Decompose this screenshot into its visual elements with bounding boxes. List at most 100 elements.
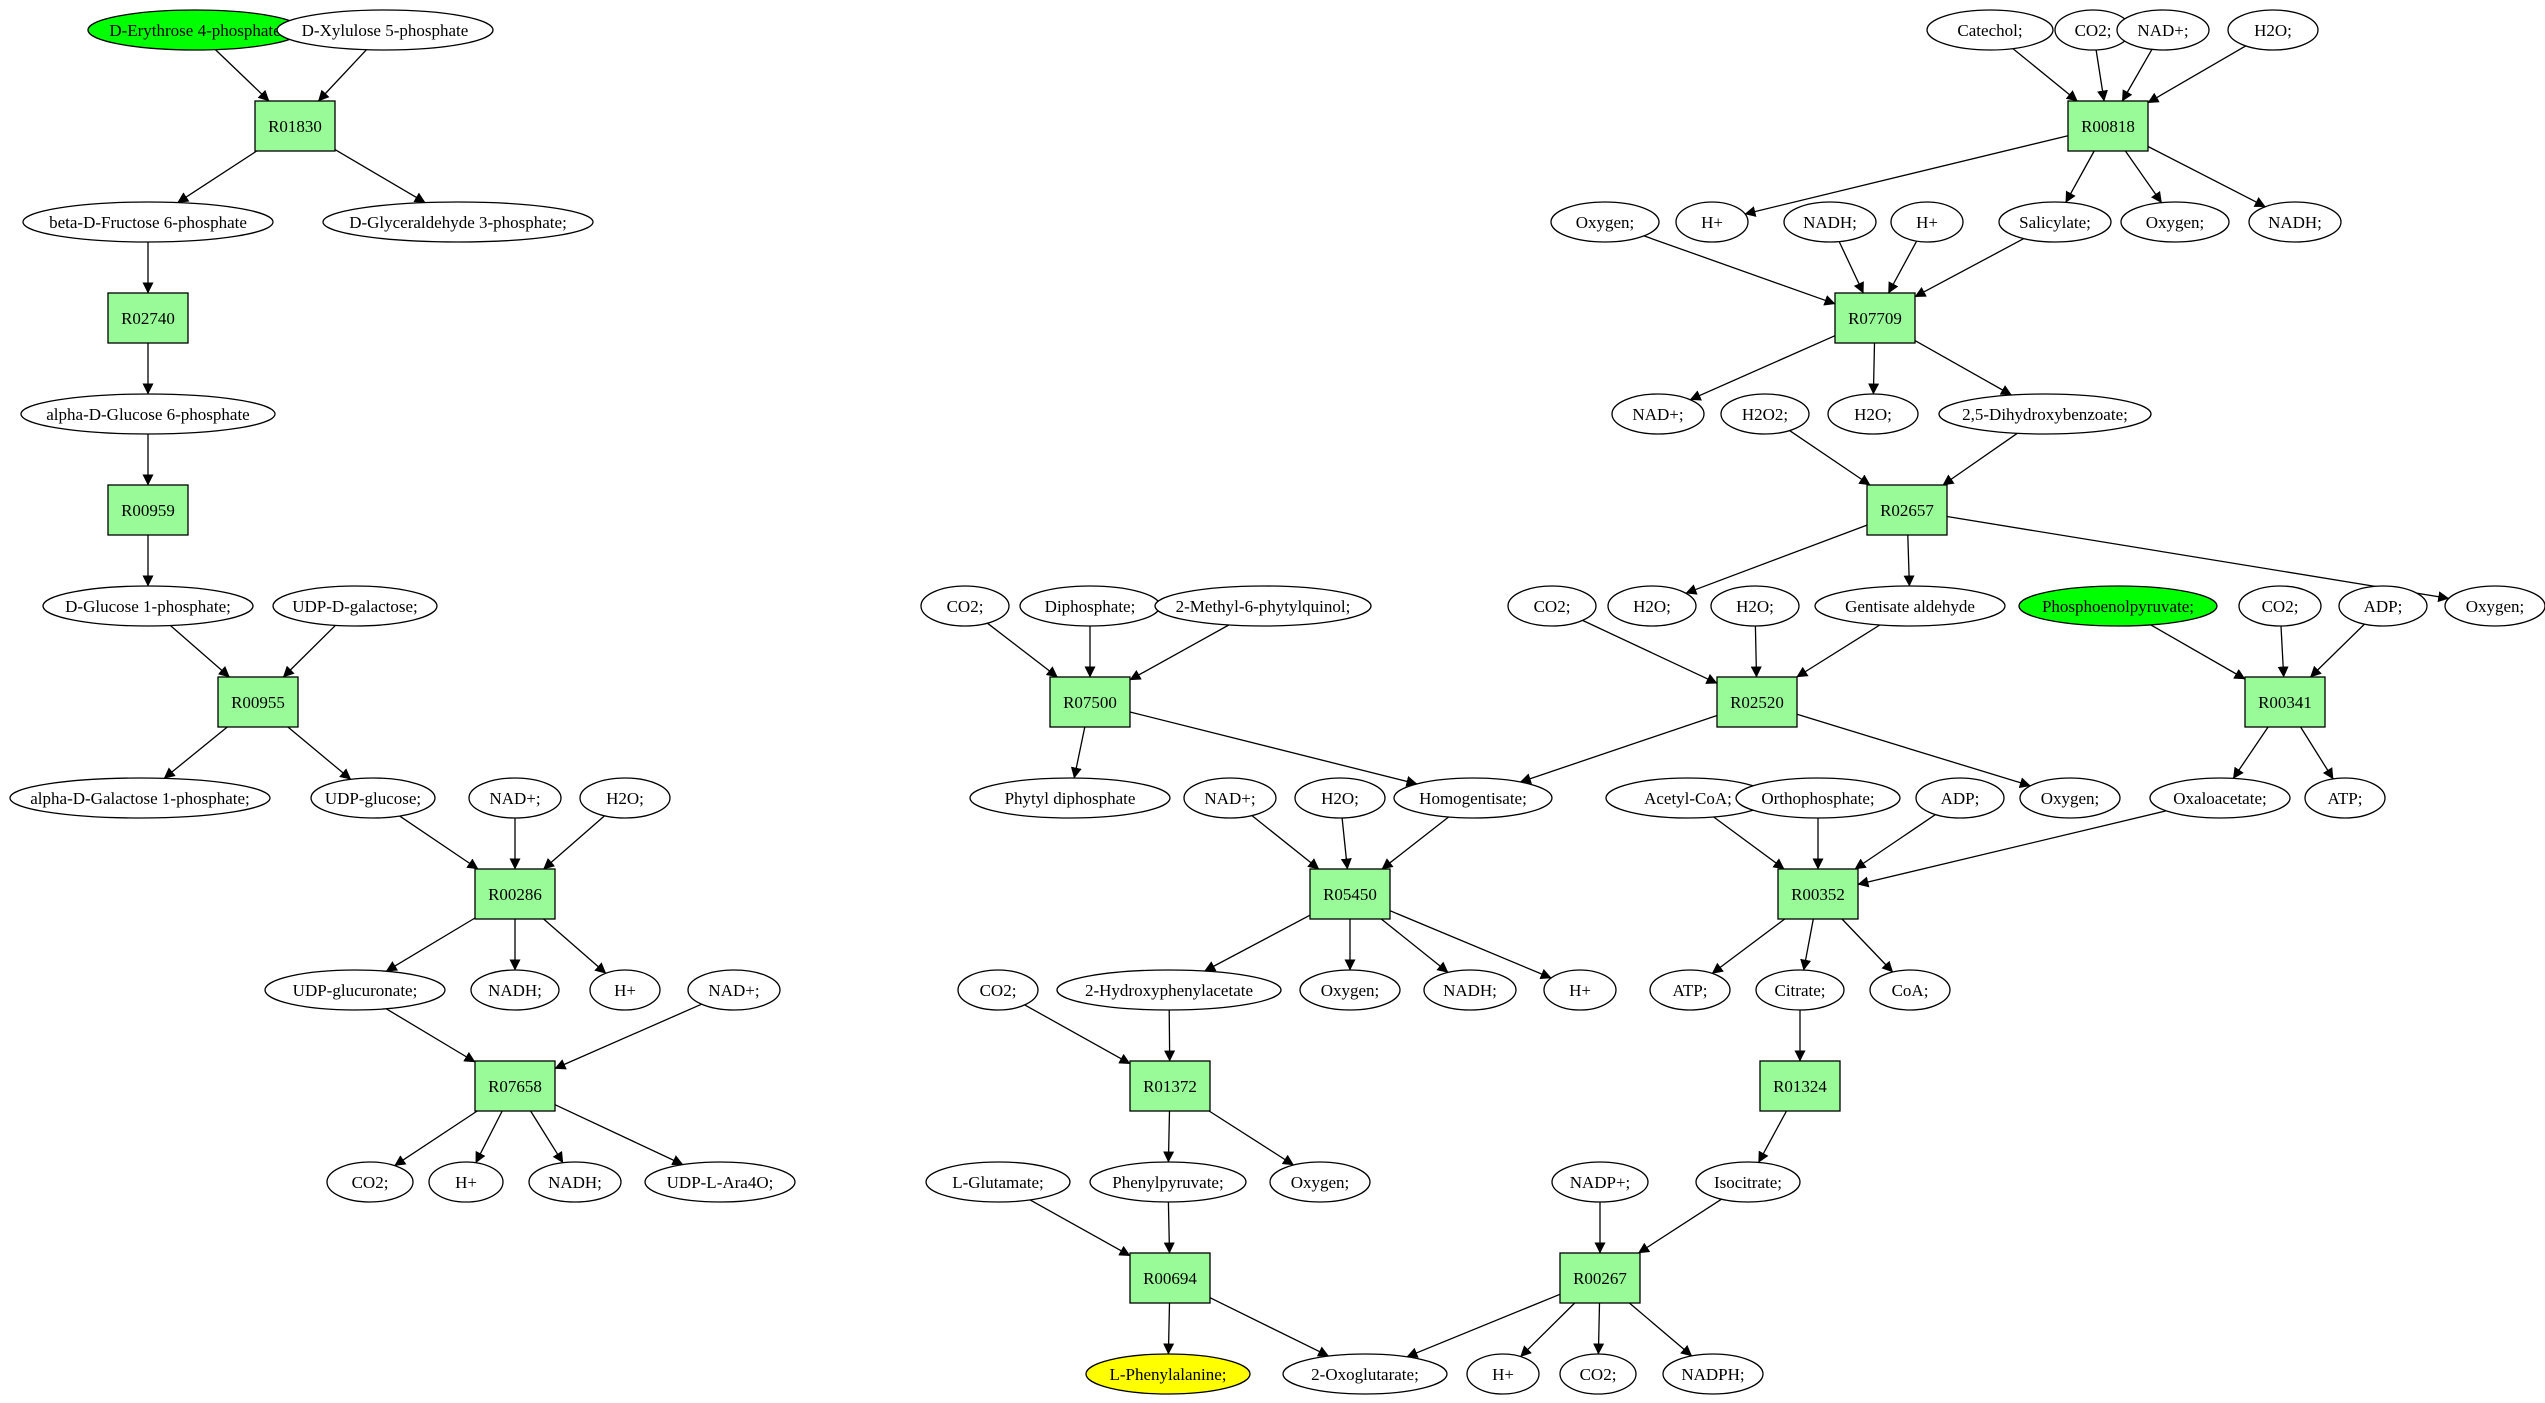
- metabolite-node-homogentisate[interactable]: Homogentisate;: [1393, 777, 1553, 819]
- metabolite-node-h2o[interactable]: H2O;: [1710, 585, 1800, 627]
- metabolite-node-h2o[interactable]: H2O;: [579, 777, 671, 819]
- reaction-node-r01830[interactable]: R01830: [254, 100, 336, 152]
- metabolite-node-coa[interactable]: CoA;: [1869, 969, 1951, 1011]
- metabolite-node-phytyl-diphosphate[interactable]: Phytyl diphosphate: [969, 777, 1171, 819]
- reaction-node-r00286[interactable]: R00286: [474, 868, 556, 920]
- metabolite-node-diphosphate[interactable]: Diphosphate;: [1019, 585, 1161, 627]
- metabolite-node-h2o[interactable]: H2O;: [1294, 777, 1386, 819]
- metabolite-shape: [1890, 201, 1964, 243]
- metabolite-node-l-glutamate[interactable]: L-Glutamate;: [925, 1161, 1071, 1203]
- metabolite-node-nad[interactable]: NAD+;: [2116, 9, 2210, 51]
- metabolite-node-2-5-dihydroxybenzoate[interactable]: 2,5-Dihydroxybenzoate;: [1938, 393, 2152, 435]
- metabolite-node-oxygen[interactable]: Oxygen;: [2120, 201, 2230, 243]
- metabolite-node-h2o[interactable]: H2O;: [2227, 9, 2319, 51]
- reaction-node-r00694[interactable]: R00694: [1129, 1252, 1211, 1304]
- reaction-node-r05450[interactable]: R05450: [1309, 868, 1391, 920]
- metabolite-node-h[interactable]: H+: [1675, 201, 1749, 243]
- edge-m7-to-r4: [282, 624, 336, 678]
- metabolite-node-udp-l-ara4o[interactable]: UDP-L-Ara4O;: [644, 1161, 796, 1203]
- reaction-node-r00959[interactable]: R00959: [107, 484, 189, 536]
- metabolite-node-h2o[interactable]: H2O;: [1607, 585, 1697, 627]
- reaction-node-r00352[interactable]: R00352: [1777, 868, 1859, 920]
- metabolite-node-oxaloacetate[interactable]: Oxaloacetate;: [2149, 777, 2291, 819]
- metabolite-node-alpha-d-galactose-1-phosphate[interactable]: alpha-D-Galactose 1-phosphate;: [9, 777, 271, 819]
- metabolite-node-co2[interactable]: CO2;: [1559, 1353, 1637, 1395]
- metabolite-node-2-hydroxyphenylacetate[interactable]: 2-Hydroxyphenylacetate: [1056, 969, 1282, 1011]
- metabolite-node-nadp[interactable]: NADP+;: [1551, 1161, 1649, 1203]
- reaction-box: [1129, 1252, 1211, 1304]
- metabolite-node-h[interactable]: H+: [1466, 1353, 1540, 1395]
- reaction-node-r07658[interactable]: R07658: [474, 1060, 556, 1112]
- metabolite-label: CO2;: [980, 981, 1017, 1000]
- reaction-node-r07500[interactable]: R07500: [1049, 676, 1131, 728]
- metabolite-node-acetyl-coa[interactable]: Acetyl-CoA;: [1605, 777, 1771, 819]
- reaction-node-r00818[interactable]: R00818: [2067, 100, 2149, 152]
- metabolite-node-adp[interactable]: ADP;: [2338, 585, 2428, 627]
- metabolite-node-oxygen[interactable]: Oxygen;: [1550, 201, 1660, 243]
- metabolite-node-h[interactable]: H+: [1543, 969, 1617, 1011]
- metabolite-node-phosphoenolpyruvate[interactable]: Phosphoenolpyruvate;: [2018, 585, 2218, 627]
- metabolite-node-co2[interactable]: CO2;: [920, 585, 1010, 627]
- metabolite-node-nad[interactable]: NAD+;: [1611, 393, 1705, 435]
- edge-r13-to-m59: [1380, 918, 1449, 973]
- metabolite-node-d-xylulose-5-phosphate[interactable]: D-Xylulose 5-phosphate: [276, 9, 494, 51]
- metabolite-node-atp[interactable]: ATP;: [2304, 777, 2386, 819]
- metabolite-node-adp[interactable]: ADP;: [1915, 777, 2005, 819]
- metabolite-node-co2[interactable]: CO2;: [2238, 585, 2322, 627]
- metabolite-node-nadh[interactable]: NADH;: [2248, 201, 2342, 243]
- metabolite-node-beta-d-fructose-6-phosphate[interactable]: beta-D-Fructose 6-phosphate: [22, 201, 274, 243]
- metabolite-node-h2o[interactable]: H2O;: [1827, 393, 1919, 435]
- metabolite-node-co2[interactable]: CO2;: [326, 1161, 414, 1203]
- reaction-node-r01324[interactable]: R01324: [1759, 1060, 1841, 1112]
- metabolite-node-co2[interactable]: CO2;: [2054, 9, 2132, 51]
- reaction-node-r02740[interactable]: R02740: [107, 292, 189, 344]
- metabolite-node-gentisate-aldehyde[interactable]: Gentisate aldehyde: [1814, 585, 2006, 627]
- metabolite-node-nadh[interactable]: NADH;: [528, 1161, 622, 1203]
- metabolite-node-orthophosphate[interactable]: Orthophosphate;: [1735, 777, 1901, 819]
- metabolite-node-h2o2[interactable]: H2O2;: [1720, 393, 1810, 435]
- reaction-node-r02657[interactable]: R02657: [1866, 484, 1948, 536]
- metabolite-node-co2[interactable]: CO2;: [1507, 585, 1597, 627]
- metabolite-node-phenylpyruvate[interactable]: Phenylpyruvate;: [1089, 1161, 1247, 1203]
- metabolite-node-nad[interactable]: NAD+;: [1183, 777, 1277, 819]
- metabolite-node-2-methyl-6-phytylquinol[interactable]: 2-Methyl-6-phytylquinol;: [1154, 585, 1372, 627]
- metabolite-node-citrate[interactable]: Citrate;: [1755, 969, 1845, 1011]
- metabolite-node-d-erythrose-4-phosphate[interactable]: D-Erythrose 4-phosphate: [87, 9, 303, 51]
- reaction-node-r01372[interactable]: R01372: [1129, 1060, 1211, 1112]
- reaction-node-r00955[interactable]: R00955: [217, 676, 299, 728]
- metabolite-node-d-glyceraldehyde-3-phosphate[interactable]: D-Glyceraldehyde 3-phosphate;: [322, 201, 594, 243]
- metabolite-node-nadh[interactable]: NADH;: [470, 969, 560, 1011]
- metabolite-node-nad[interactable]: NAD+;: [687, 969, 781, 1011]
- metabolite-node-salicylate[interactable]: Salicylate;: [1998, 201, 2112, 243]
- reaction-node-r07709[interactable]: R07709: [1834, 292, 1916, 344]
- reaction-node-r00267[interactable]: R00267: [1559, 1252, 1641, 1304]
- metabolite-node-catechol[interactable]: Catechol;: [1926, 9, 2054, 51]
- metabolite-node-udp-glucuronate[interactable]: UDP-glucuronate;: [264, 969, 446, 1011]
- metabolite-node-l-phenylalanine[interactable]: L-Phenylalanine;: [1085, 1353, 1251, 1395]
- metabolite-node-oxygen[interactable]: Oxygen;: [2019, 777, 2121, 819]
- metabolite-node-isocitrate[interactable]: Isocitrate;: [1695, 1161, 1801, 1203]
- metabolite-label: alpha-D-Glucose 6-phosphate: [46, 405, 249, 424]
- metabolite-node-nad[interactable]: NAD+;: [468, 777, 562, 819]
- metabolite-node-2-oxoglutarate[interactable]: 2-Oxoglutarate;: [1282, 1353, 1448, 1395]
- reaction-box: [2067, 100, 2149, 152]
- metabolite-node-nadh[interactable]: NADH;: [1423, 969, 1517, 1011]
- metabolite-node-co2[interactable]: CO2;: [957, 969, 1039, 1011]
- metabolite-node-nadph[interactable]: NADPH;: [1662, 1353, 1764, 1395]
- metabolite-node-h[interactable]: H+: [428, 1161, 504, 1203]
- metabolite-node-udp-glucose[interactable]: UDP-glucose;: [310, 777, 436, 819]
- metabolite-node-alpha-d-glucose-6-phosphate[interactable]: alpha-D-Glucose 6-phosphate: [20, 393, 276, 435]
- metabolite-node-oxygen[interactable]: Oxygen;: [1269, 1161, 1371, 1203]
- metabolite-node-oxygen[interactable]: Oxygen;: [2444, 585, 2545, 627]
- reaction-node-r02520[interactable]: R02520: [1716, 676, 1798, 728]
- metabolite-node-d-glucose-1-phosphate[interactable]: D-Glucose 1-phosphate;: [42, 585, 254, 627]
- metabolite-node-oxygen[interactable]: Oxygen;: [1299, 969, 1401, 1011]
- metabolite-node-nadh[interactable]: NADH;: [1783, 201, 1877, 243]
- metabolite-node-h[interactable]: H+: [1890, 201, 1964, 243]
- metabolite-node-udp-d-galactose[interactable]: UDP-D-galactose;: [272, 585, 438, 627]
- metabolite-node-atp[interactable]: ATP;: [1649, 969, 1731, 1011]
- reaction-node-r00341[interactable]: R00341: [2244, 676, 2326, 728]
- metabolite-node-h[interactable]: H+: [589, 969, 661, 1011]
